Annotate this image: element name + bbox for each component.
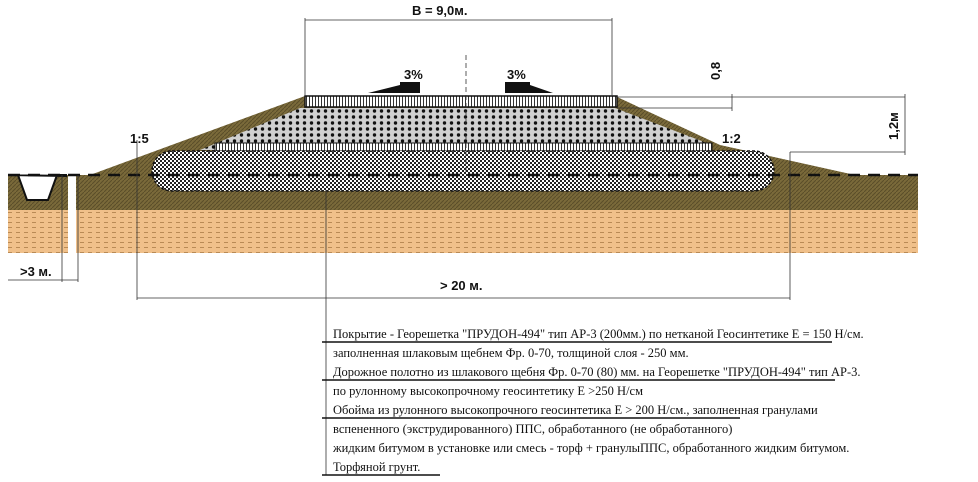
ditch-distance-label: >3 м. [20, 264, 52, 279]
legend-line: Торфяной грунт. [333, 460, 420, 474]
legend-line: Покрытие - Георешетка "ПРУДОН-494" тип А… [333, 327, 864, 341]
legend-line: вспененного (экструдированного) ППС, обр… [333, 422, 732, 436]
crossfall-right-arrow [505, 82, 553, 93]
eps-geosynthetic-cage [151, 150, 775, 192]
dimension-lines [8, 18, 906, 475]
peat-soil-layer [8, 210, 918, 253]
crossfall-right-label: 3% [507, 67, 526, 82]
height-label: 1,2м [886, 112, 901, 140]
legend-line: по рулонному высокопрочному геосинтетику… [333, 384, 643, 398]
legend-line: заполненная шлаковым щебнем Фр. 0-70, то… [333, 346, 689, 360]
slope-left-label: 1:5 [130, 131, 149, 146]
crossfall-left-label: 3% [404, 67, 423, 82]
crossfall-left-arrow [368, 82, 420, 93]
crown-geogrid-layer [304, 95, 618, 108]
legend-line: жидким битумом в установке или смесь - т… [332, 441, 849, 455]
slope-right-label: 1:2 [722, 131, 741, 146]
legend: Покрытие - Георешетка "ПРУДОН-494" тип А… [322, 327, 864, 476]
crushed-slag-layer [200, 108, 712, 150]
legend-line: Дорожное полотно из шлакового щебня Фр. … [333, 365, 861, 379]
ditch [7, 174, 67, 201]
geogrid-base-layer [214, 142, 713, 152]
legend-line: Обойма из рулонного высокопрочного геоси… [333, 403, 818, 417]
base-width-label: > 20 м. [440, 278, 483, 293]
top-width-label: B = 9,0м. [412, 3, 468, 18]
ditch-gap [68, 174, 76, 254]
crown-thickness-label: 0,8 [708, 62, 723, 80]
